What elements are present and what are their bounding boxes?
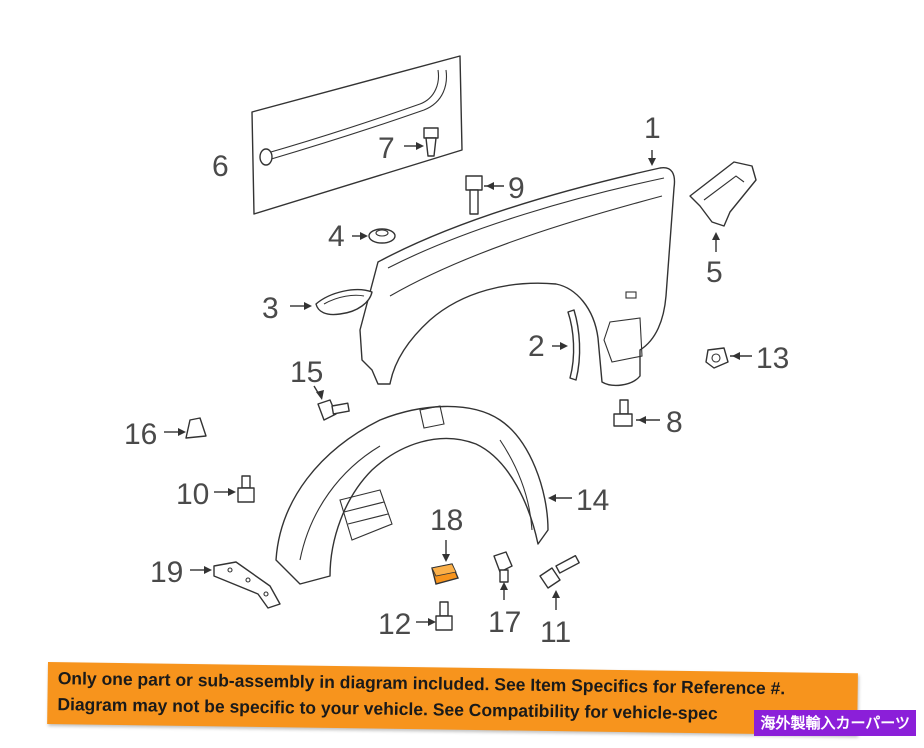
part-8-bolt bbox=[613, 399, 660, 427]
callout-5: 5 bbox=[706, 256, 723, 289]
part-1-fender bbox=[359, 150, 676, 387]
callout-1: 1 bbox=[644, 112, 661, 145]
part-19-strip bbox=[190, 561, 281, 609]
callout-2: 2 bbox=[528, 330, 545, 363]
part-13-grommet bbox=[705, 347, 752, 369]
callout-16: 16 bbox=[124, 418, 157, 451]
part-15-screw bbox=[313, 385, 350, 421]
callout-10: 10 bbox=[176, 478, 209, 511]
callout-13: 13 bbox=[756, 342, 789, 375]
notice-line-2: Diagram may not be specific to your vehi… bbox=[57, 694, 718, 724]
part-3-marker-light bbox=[290, 288, 373, 316]
part-18-nut-highlighted bbox=[431, 540, 459, 585]
callout-19: 19 bbox=[150, 556, 183, 589]
callout-17: 17 bbox=[488, 606, 521, 639]
callout-6: 6 bbox=[212, 150, 229, 183]
part-5-bracket bbox=[689, 161, 757, 252]
part-9-bolt bbox=[465, 175, 504, 215]
part-12-bolt bbox=[416, 601, 453, 631]
callout-14: 14 bbox=[576, 484, 609, 517]
callout-9: 9 bbox=[508, 172, 525, 205]
part-16-clip bbox=[164, 417, 207, 439]
notice-line-1: Only one part or sub-assembly in diagram… bbox=[57, 668, 786, 699]
part-2-seal bbox=[552, 309, 581, 381]
callout-12: 12 bbox=[378, 608, 411, 641]
callout-18: 18 bbox=[430, 504, 463, 537]
callout-8: 8 bbox=[666, 406, 683, 439]
callout-4: 4 bbox=[328, 220, 345, 253]
callout-15: 15 bbox=[290, 356, 323, 389]
watermark-tag: 海外製輸入カーパーツ bbox=[754, 710, 916, 736]
fender-parts-diagram: 1 2 3 4 5 6 7 8 9 10 11 12 13 14 15 16 1… bbox=[124, 55, 789, 649]
callout-7: 7 bbox=[378, 132, 395, 165]
notice-banner: Only one part or sub-assembly in diagram… bbox=[47, 662, 858, 736]
part-7-clip bbox=[404, 127, 439, 157]
part-6-molding bbox=[251, 55, 463, 215]
part-4-plug bbox=[352, 228, 396, 244]
part-11-bolt bbox=[539, 554, 580, 610]
part-10-bolt bbox=[214, 475, 255, 503]
callout-3: 3 bbox=[262, 292, 279, 325]
part-17-screw bbox=[493, 551, 513, 600]
callout-11: 11 bbox=[540, 616, 571, 649]
part-14-liner bbox=[275, 405, 572, 585]
